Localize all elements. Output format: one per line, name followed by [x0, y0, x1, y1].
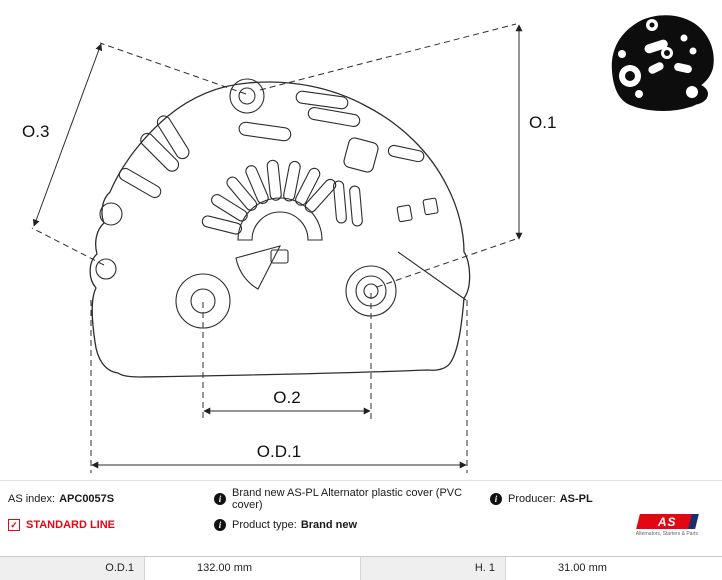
spec-value-od1: 132.00 mm [145, 557, 361, 580]
info-bar: AS index: APC0057S i Brand new AS-PL Alt… [0, 480, 722, 557]
as-pl-logo-accent [688, 513, 699, 529]
spec-label-h1: H. 1 [361, 557, 506, 580]
product-type-label: Product type: [232, 519, 297, 531]
info-icon-glyph: i [218, 494, 222, 504]
cover-outline [89, 81, 471, 378]
standard-line-cell: ✓ STANDARD LINE [8, 519, 214, 531]
as-index-label: AS index: [8, 493, 56, 505]
product-photo [611, 15, 714, 111]
as-pl-logo-text: AS [657, 514, 677, 528]
dimension-o3: O.3 [22, 42, 247, 266]
spec-label-od1: O.D.1 [0, 557, 145, 580]
central-bearing-arc [237, 197, 323, 241]
check-glyph: ✓ [10, 519, 18, 530]
info-row-1: AS index: APC0057S i Brand new AS-PL Alt… [0, 486, 722, 512]
dimension-od1: O.D.1 [90, 300, 468, 473]
bottom-left-mounting-hole [175, 273, 231, 329]
central-sector [235, 245, 282, 290]
info-icon-glyph: i [494, 494, 498, 504]
vent-openings-right [333, 137, 439, 227]
technical-drawing: O.3 O.1 O.2 O.D.1 [22, 23, 556, 473]
standard-line-label: STANDARD LINE [26, 519, 116, 531]
dimension-o1: O.1 [259, 23, 556, 288]
info-row-2: ✓ STANDARD LINE i Product type: Brand ne… [0, 512, 722, 538]
info-icon: i [214, 493, 226, 505]
spec-table: O.D.1 132.00 mm H. 1 31.00 mm [0, 556, 722, 580]
as-pl-logo: AS Alternators, Starters & Parts [635, 513, 699, 537]
producer-value: AS-PL [559, 493, 593, 505]
logo-cell: AS Alternators, Starters & Parts [490, 513, 714, 537]
central-notch [270, 249, 289, 264]
left-upper-tab-hole [99, 202, 123, 226]
dimension-label-od1: O.D.1 [257, 442, 301, 461]
checkbox-check-icon: ✓ [8, 519, 20, 531]
info-icon: i [490, 493, 502, 505]
vent-slot-top-center [238, 121, 292, 142]
spec-value-h1: 31.00 mm [506, 557, 722, 580]
dimension-o2: O.2 [202, 293, 372, 420]
product-type-value: Brand new [300, 519, 358, 531]
product-description-cell: i Brand new AS-PL Alternator plastic cov… [214, 487, 490, 511]
radial-fan-slots [201, 159, 337, 235]
dimension-label-o3: O.3 [22, 122, 49, 141]
dimension-label-o2: O.2 [273, 388, 300, 407]
left-lower-tab-hole [95, 258, 117, 280]
as-index-value: APC0057S [59, 493, 115, 505]
producer-cell: i Producer: AS-PL [490, 493, 714, 505]
as-pl-logo-flag: AS [636, 513, 699, 529]
cover-crease-line [397, 251, 467, 301]
top-mounting-hole [229, 78, 265, 114]
as-index: AS index: APC0057S [8, 493, 214, 505]
producer-label: Producer: [508, 493, 556, 505]
info-icon: i [214, 519, 226, 531]
product-type-cell: i Product type: Brand new [214, 519, 490, 531]
as-pl-logo-tagline: Alternators, Starters & Parts [635, 530, 698, 537]
product-description: Brand new AS-PL Alternator plastic cover… [232, 487, 463, 511]
vent-slots-top-right [295, 90, 361, 128]
vent-slots-top-left [118, 115, 190, 199]
dimension-label-o1: O.1 [529, 113, 556, 132]
info-icon-glyph: i [218, 520, 222, 530]
